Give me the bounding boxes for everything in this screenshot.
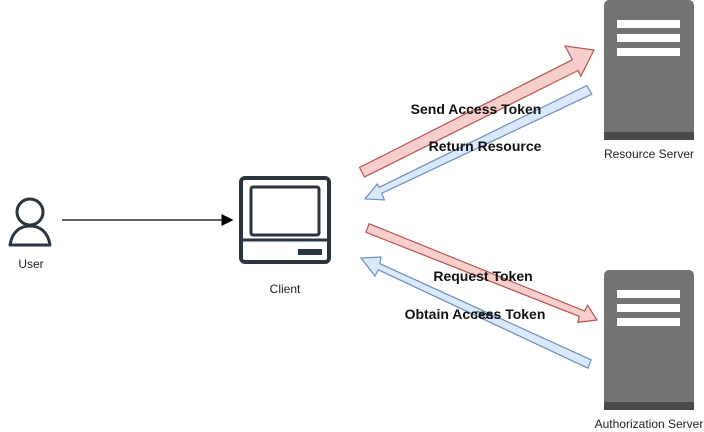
authorization-server-node: Authorization Server — [595, 270, 704, 431]
text-overlay-label: Text — [473, 310, 493, 322]
obtain-access-token-arrow — [359, 256, 592, 370]
resource-server-node: Resource Server — [604, 0, 694, 161]
user-icon — [8, 197, 52, 247]
request-token-arrow — [365, 222, 599, 324]
request-token-label: Request Token — [433, 268, 532, 284]
monitor-icon — [239, 176, 331, 264]
client-label: Client — [270, 282, 301, 296]
user-label: User — [18, 257, 43, 271]
return-resource-label: Return Resource — [429, 138, 542, 154]
send-access-token-arrow — [358, 45, 595, 178]
send-access-token-label: Send Access Token — [411, 101, 542, 117]
authorization-server-label: Authorization Server — [595, 417, 704, 431]
user-node: User — [8, 197, 52, 271]
client-node: Client — [239, 176, 331, 296]
return-resource-arrow — [363, 84, 593, 201]
obtain-access-token-label: Obtain Access Token — [405, 306, 546, 322]
resource-server-label: Resource Server — [604, 147, 694, 161]
server-icon — [604, 0, 694, 140]
server-icon — [604, 270, 694, 410]
